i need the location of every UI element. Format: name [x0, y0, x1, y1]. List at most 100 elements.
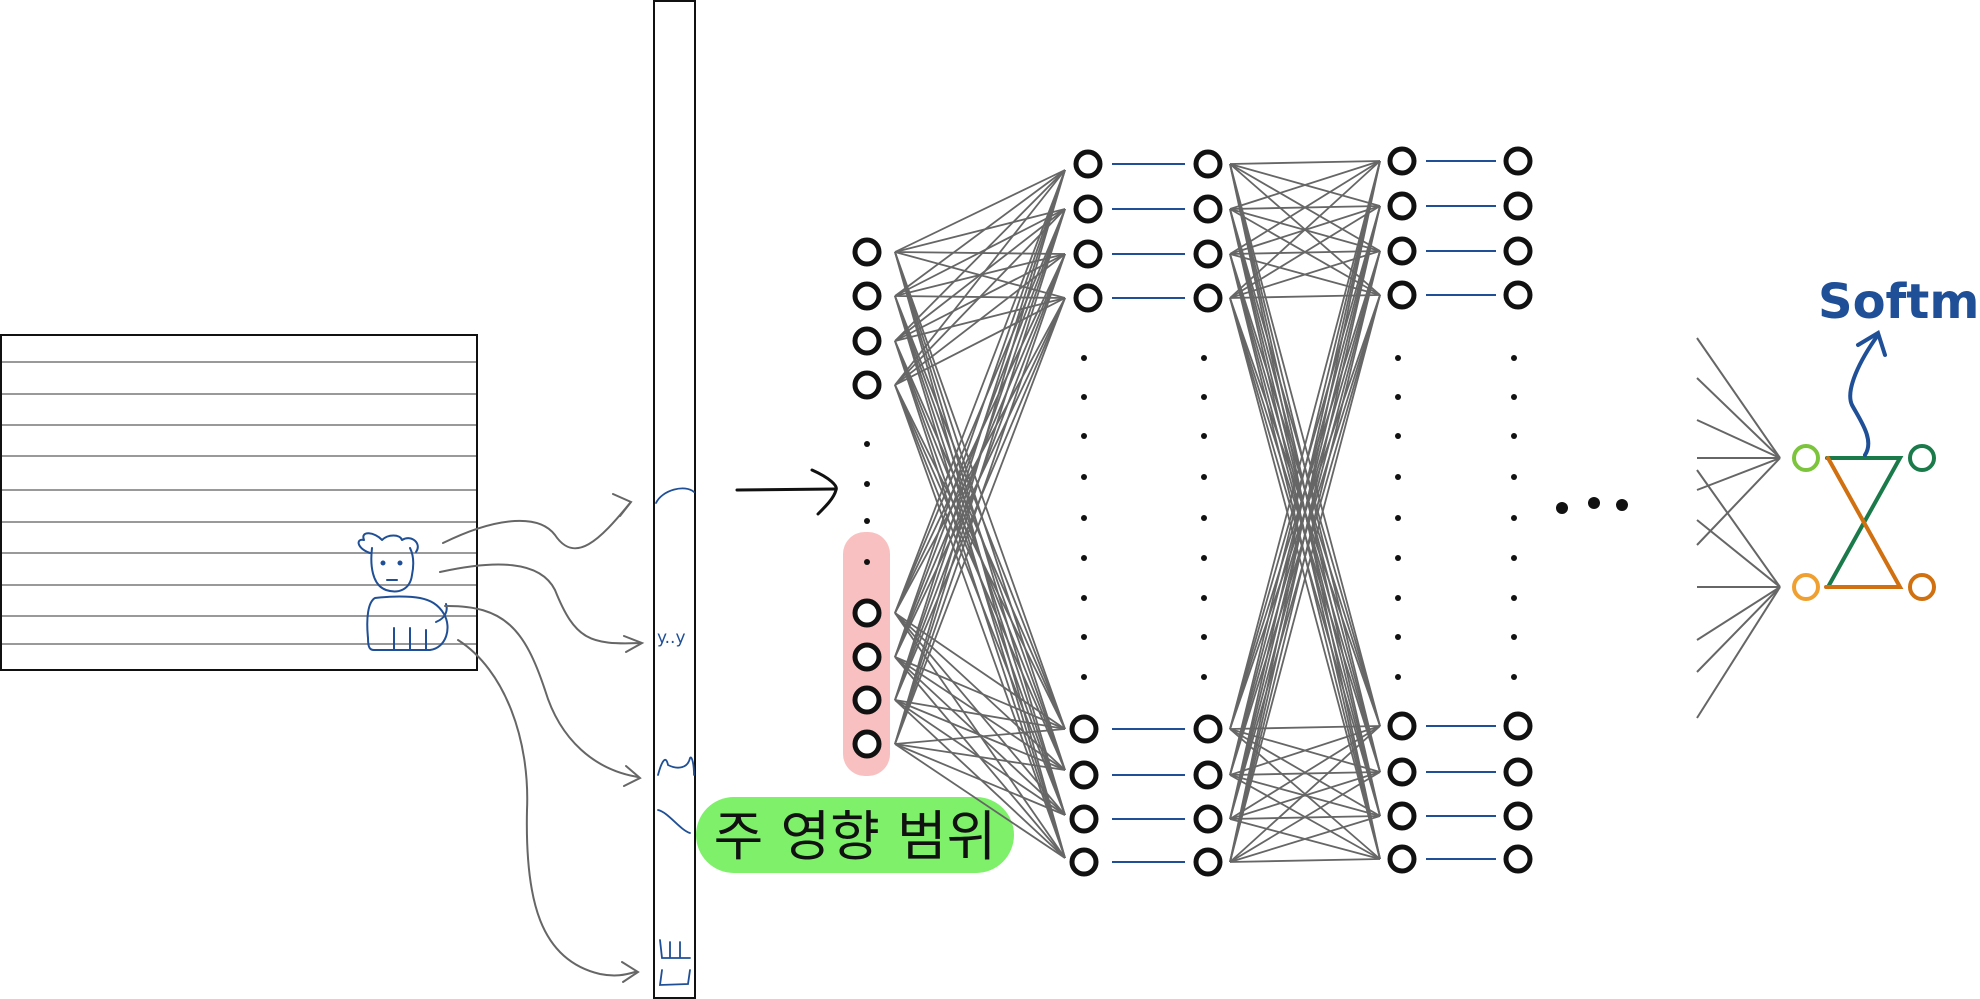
neuron	[1503, 236, 1533, 266]
dot	[1201, 634, 1207, 640]
dot	[1511, 394, 1517, 400]
edge	[894, 208, 1066, 253]
input-image-grid	[0, 334, 478, 671]
main-influence-highlight-green	[696, 797, 1014, 873]
edge	[894, 169, 1066, 297]
edge	[894, 169, 1066, 386]
dot	[1511, 433, 1517, 439]
neuron	[1503, 146, 1533, 176]
edge	[894, 743, 1066, 859]
edge	[1229, 160, 1381, 730]
edge	[894, 384, 1066, 859]
dot	[864, 559, 870, 565]
edge	[1229, 725, 1381, 863]
dot	[1081, 555, 1087, 561]
ellipsis-dots	[864, 355, 1517, 680]
edge	[1229, 771, 1381, 863]
neuron	[852, 237, 882, 267]
edge	[894, 251, 1066, 730]
dot	[1201, 555, 1207, 561]
neuron	[1193, 714, 1223, 744]
edge	[894, 699, 1066, 771]
dot	[1395, 595, 1401, 601]
output-nodes	[1792, 444, 1936, 601]
dot	[864, 518, 870, 524]
network-nodes	[852, 146, 1533, 877]
neuron	[1387, 801, 1417, 831]
dot	[864, 481, 870, 487]
edge	[1229, 205, 1381, 863]
neuron	[852, 598, 882, 628]
edge	[894, 208, 1066, 297]
neuron	[1387, 146, 1417, 176]
edge	[1229, 294, 1381, 863]
dot	[1201, 595, 1207, 601]
dot	[1395, 394, 1401, 400]
edge	[894, 656, 1066, 771]
neuron	[1503, 191, 1533, 221]
dot	[1395, 355, 1401, 361]
neuron	[1073, 194, 1103, 224]
neuron	[1503, 844, 1533, 874]
neuron	[1193, 194, 1223, 224]
neuron	[1073, 239, 1103, 269]
dot	[1511, 474, 1517, 480]
edge	[894, 743, 1066, 771]
neuron	[1387, 191, 1417, 221]
edge	[894, 743, 1066, 816]
neuron	[1193, 804, 1223, 834]
dot	[1081, 355, 1087, 361]
dot	[1081, 634, 1087, 640]
dot	[1201, 674, 1207, 680]
neuron	[1503, 280, 1533, 310]
edge	[894, 208, 1066, 386]
dot	[1081, 674, 1087, 680]
neuron	[1503, 711, 1533, 741]
softmax-label: Softmax	[1818, 274, 1980, 330]
dot	[1395, 515, 1401, 521]
dot	[1395, 555, 1401, 561]
edge	[894, 208, 1066, 745]
edge	[1229, 160, 1381, 255]
dot	[1395, 433, 1401, 439]
edge	[1229, 205, 1381, 299]
neuron	[1193, 847, 1223, 877]
edge	[894, 612, 1066, 771]
edge	[1229, 160, 1381, 165]
output-node-3	[1792, 573, 1820, 601]
edge	[894, 208, 1066, 342]
flattened-vector: y..y	[653, 0, 696, 999]
dot	[1081, 515, 1087, 521]
ellipsis-icon	[1556, 497, 1628, 514]
dot	[1201, 515, 1207, 521]
edge	[894, 728, 1066, 745]
edge	[1229, 771, 1381, 820]
neuron	[1387, 757, 1417, 787]
dot	[1201, 474, 1207, 480]
edge	[1229, 160, 1381, 776]
edge	[894, 295, 1066, 730]
neuron	[1503, 801, 1533, 831]
puppy-sketch-icon	[357, 532, 449, 651]
edge	[1229, 250, 1381, 863]
dot	[1511, 355, 1517, 361]
neuron	[1193, 283, 1223, 313]
dot	[1395, 674, 1401, 680]
edge	[1229, 160, 1381, 299]
edge	[1229, 160, 1381, 820]
dot	[1395, 474, 1401, 480]
neuron	[1069, 760, 1099, 790]
neuron	[1193, 149, 1223, 179]
dot	[1081, 474, 1087, 480]
neuron	[1193, 239, 1223, 269]
edge	[894, 169, 1066, 253]
neuron	[1193, 760, 1223, 790]
edge	[1229, 160, 1381, 210]
dot	[1511, 595, 1517, 601]
edge	[1229, 725, 1381, 820]
dot	[1511, 634, 1517, 640]
svg-text:y..y: y..y	[657, 628, 686, 648]
dot	[1081, 433, 1087, 439]
edge	[894, 699, 1066, 730]
